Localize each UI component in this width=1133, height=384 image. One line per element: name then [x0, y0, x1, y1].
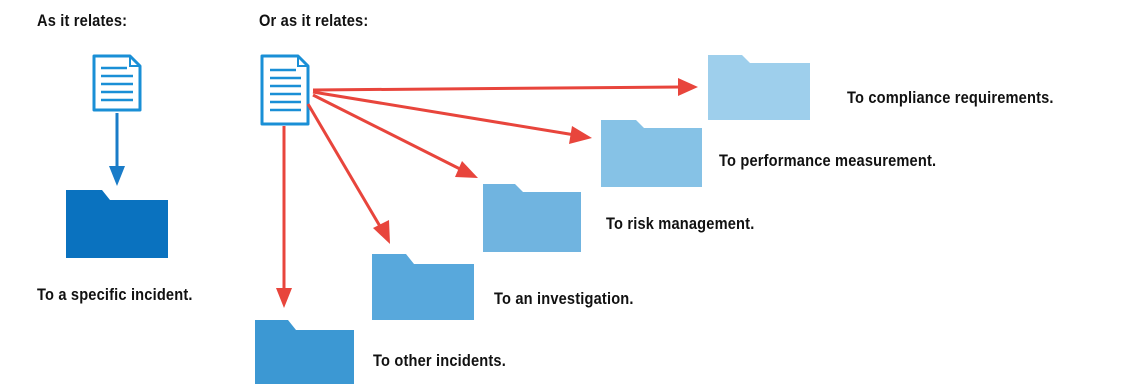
- folder-icon: [601, 120, 702, 187]
- arrow-to-performance: [312, 90, 592, 144]
- folder-icon: [66, 190, 168, 258]
- label-other-incidents: To other incidents.: [373, 351, 506, 370]
- arrow-to-compliance: [312, 78, 698, 96]
- label-performance: To performance measurement.: [719, 151, 937, 170]
- arrow-to-specific-incident: [109, 113, 125, 186]
- arrow-to-investigation: [306, 103, 390, 244]
- folder-icon: [372, 254, 474, 320]
- heading-as-it-relates: As it relates:: [37, 11, 128, 30]
- label-risk: To risk management.: [606, 214, 755, 233]
- folder-icon: [255, 320, 354, 384]
- document-icon: [260, 54, 310, 126]
- label-specific-incident: To a specific incident.: [37, 285, 193, 304]
- heading-or-as-it-relates: Or as it relates:: [259, 11, 369, 30]
- label-investigation: To an investigation.: [494, 289, 634, 308]
- arrow-to-other-incidents: [276, 126, 292, 308]
- arrow-to-risk: [312, 93, 478, 178]
- folder-icon: [483, 184, 581, 252]
- document-icon: [92, 54, 142, 112]
- label-compliance: To compliance requirements.: [847, 88, 1054, 107]
- folder-icon: [708, 55, 810, 120]
